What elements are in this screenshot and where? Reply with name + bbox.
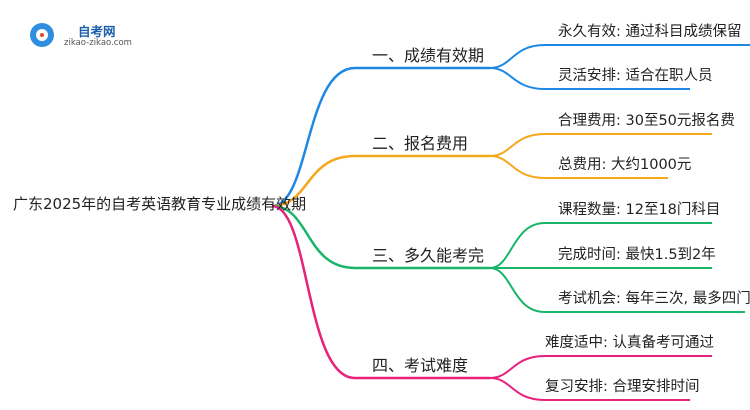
connector-branch-1-leaf-1 (489, 44, 546, 69)
logo-emblem-icon (30, 23, 54, 47)
connector-branch-3-leaf-1 (489, 222, 546, 269)
connector-root-branch-4 (271, 204, 356, 380)
leaf-4-2: 复习安排: 合理安排时间 (545, 379, 700, 395)
connector-root-branch-2 (271, 154, 356, 208)
root-topic: 广东2025年的自考英语教育专业成绩有效期 (13, 195, 307, 213)
leaf-4-1: 难度适中: 认真备考可通过 (545, 335, 714, 351)
leaf-2-2: 总费用: 大约1000元 (558, 157, 692, 173)
leaf-1-1: 永久有效: 通过科目成绩保留 (558, 24, 742, 40)
leaf-1-2: 灵活安排: 适合在职人员 (558, 68, 713, 84)
branch-4-label: 四、考试难度 (372, 356, 469, 375)
leaf-3-1: 课程数量: 12至18门科目 (558, 202, 721, 218)
branch-2-label: 二、报名费用 (372, 134, 469, 153)
leaf-2-1: 合理费用: 30至50元报名费 (558, 113, 735, 129)
connector-root-branch-3 (271, 204, 356, 270)
leaf-3-2: 完成时间: 最快1.5到2年 (558, 247, 716, 263)
connector-branch-3-leaf-3 (489, 267, 546, 313)
connector-branch-4-leaf-1 (489, 355, 546, 379)
site-logo: 自考网 zikao-zikao.com (30, 21, 150, 51)
logo-name: 自考网 (78, 24, 116, 39)
branch-1-label: 一、成绩有效期 (372, 46, 485, 65)
branch-3-label: 三、多久能考完 (372, 246, 485, 265)
connector-root-branch-1 (271, 66, 356, 208)
connector-branch-2-leaf-1 (489, 133, 546, 157)
logo-url: zikao-zikao.com (64, 38, 132, 48)
leaf-3-3: 考试机会: 每年三次, 最多四门 (558, 291, 750, 307)
connector-branch-2-leaf-2 (489, 155, 546, 179)
connector-branch-1-leaf-2 (489, 67, 546, 90)
connector-branch-4-leaf-2 (489, 377, 546, 401)
